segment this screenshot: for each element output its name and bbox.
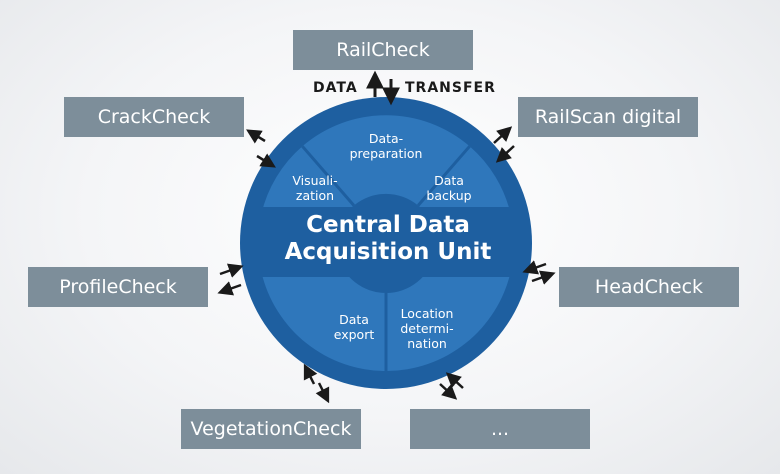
central-unit-title-line1: Central Data bbox=[306, 212, 470, 238]
segment-location-determination bbox=[386, 254, 511, 371]
more-modules-box: ... bbox=[410, 409, 590, 449]
profilecheck-label: ProfileCheck bbox=[59, 276, 177, 298]
crackcheck-label: CrackCheck bbox=[97, 106, 211, 128]
railscan-digital-box: RailScan digital bbox=[518, 97, 698, 137]
location-determination-label: Location determi- nation bbox=[400, 306, 454, 351]
segment-data-preparation bbox=[302, 115, 470, 206]
visualization-label: Visuali- zation bbox=[292, 173, 338, 203]
headcheck-exchange-arrows-icon bbox=[522, 260, 556, 285]
vegetationcheck-box: VegetationCheck bbox=[181, 409, 361, 449]
crackcheck-exchange-arrows-icon bbox=[246, 129, 276, 168]
segment-data-export bbox=[261, 254, 386, 371]
profilecheck-box: ProfileCheck bbox=[28, 267, 208, 307]
transfer-label: TRANSFER bbox=[405, 80, 496, 96]
central-unit-title: Central Data Acquisition Unit bbox=[243, 212, 533, 266]
crackcheck-box: CrackCheck bbox=[64, 97, 244, 137]
data-preparation-label: Data- preparation bbox=[349, 131, 423, 161]
railscan-exchange-arrows-icon bbox=[493, 126, 515, 163]
profilecheck-exchange-arrows-icon bbox=[217, 263, 244, 296]
data-export-label: Data export bbox=[333, 312, 375, 342]
data-label: DATA bbox=[313, 80, 358, 96]
more-modules-label: ... bbox=[490, 418, 510, 440]
headcheck-label: HeadCheck bbox=[594, 276, 704, 298]
railcheck-label: RailCheck bbox=[336, 39, 430, 61]
railscan-digital-label: RailScan digital bbox=[534, 106, 682, 128]
railcheck-box: RailCheck bbox=[293, 30, 473, 70]
segment-separators bbox=[301, 145, 471, 371]
central-unit-title-line2: Acquisition Unit bbox=[284, 239, 492, 265]
more-exchange-arrows-icon bbox=[439, 372, 464, 400]
vegetationcheck-exchange-arrows-icon bbox=[303, 363, 330, 404]
vegetationcheck-label: VegetationCheck bbox=[190, 418, 352, 440]
data-backup-label: Data backup bbox=[426, 173, 472, 203]
data-transfer-arrows-icon bbox=[366, 70, 400, 106]
central-band bbox=[252, 207, 520, 277]
headcheck-box: HeadCheck bbox=[559, 267, 739, 307]
